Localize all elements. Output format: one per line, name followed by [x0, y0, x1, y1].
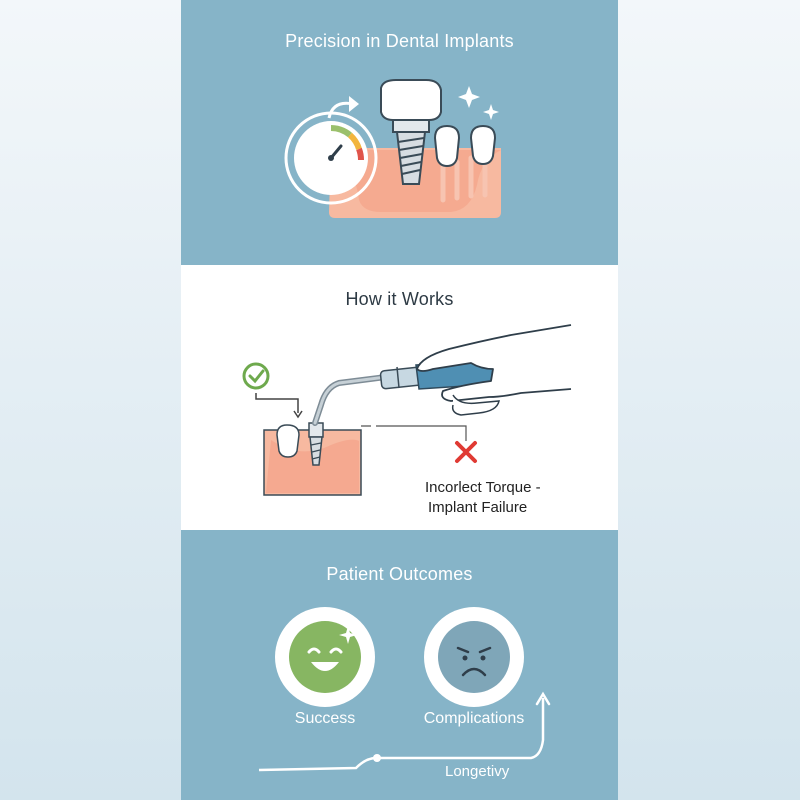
sparkle-icon [458, 86, 499, 120]
torque-gauge-icon [284, 111, 378, 205]
patient-outcomes-panel: Patient Outcomes Success Complica [181, 530, 618, 800]
success-label: Success [294, 710, 356, 727]
implant-crown-icon [380, 79, 442, 185]
error-message: Incorlect Torque - Implant Failure [425, 478, 541, 518]
checkmark-icon [242, 362, 303, 419]
complications-label: Complications [423, 710, 525, 727]
teeth-icon [433, 124, 497, 168]
implant-illustration [284, 79, 501, 218]
how-it-works-illustration [242, 324, 572, 496]
implant-icon [276, 422, 324, 466]
top-title: Precision in Dental Implants [285, 31, 514, 51]
patient-outcomes-title: Patient Outcomes [326, 564, 473, 584]
how-it-works-title: How it Works [345, 289, 454, 309]
outcomes-illustration [258, 607, 551, 772]
timeline-label: Longetivy [445, 763, 510, 780]
error-line-1: Incorlect Torque - [425, 479, 541, 496]
arrow-icon [327, 96, 359, 119]
top-panel: Precision in Dental Implants [181, 0, 618, 265]
happy-face-icon [275, 607, 375, 707]
sad-face-icon [424, 607, 524, 707]
hand-icon [416, 324, 572, 416]
error-line-2: Implant Failure [428, 499, 528, 516]
how-it-works-panel: How it Works [181, 265, 618, 530]
timeline-arrow-icon [258, 691, 551, 772]
cross-icon [455, 441, 477, 463]
